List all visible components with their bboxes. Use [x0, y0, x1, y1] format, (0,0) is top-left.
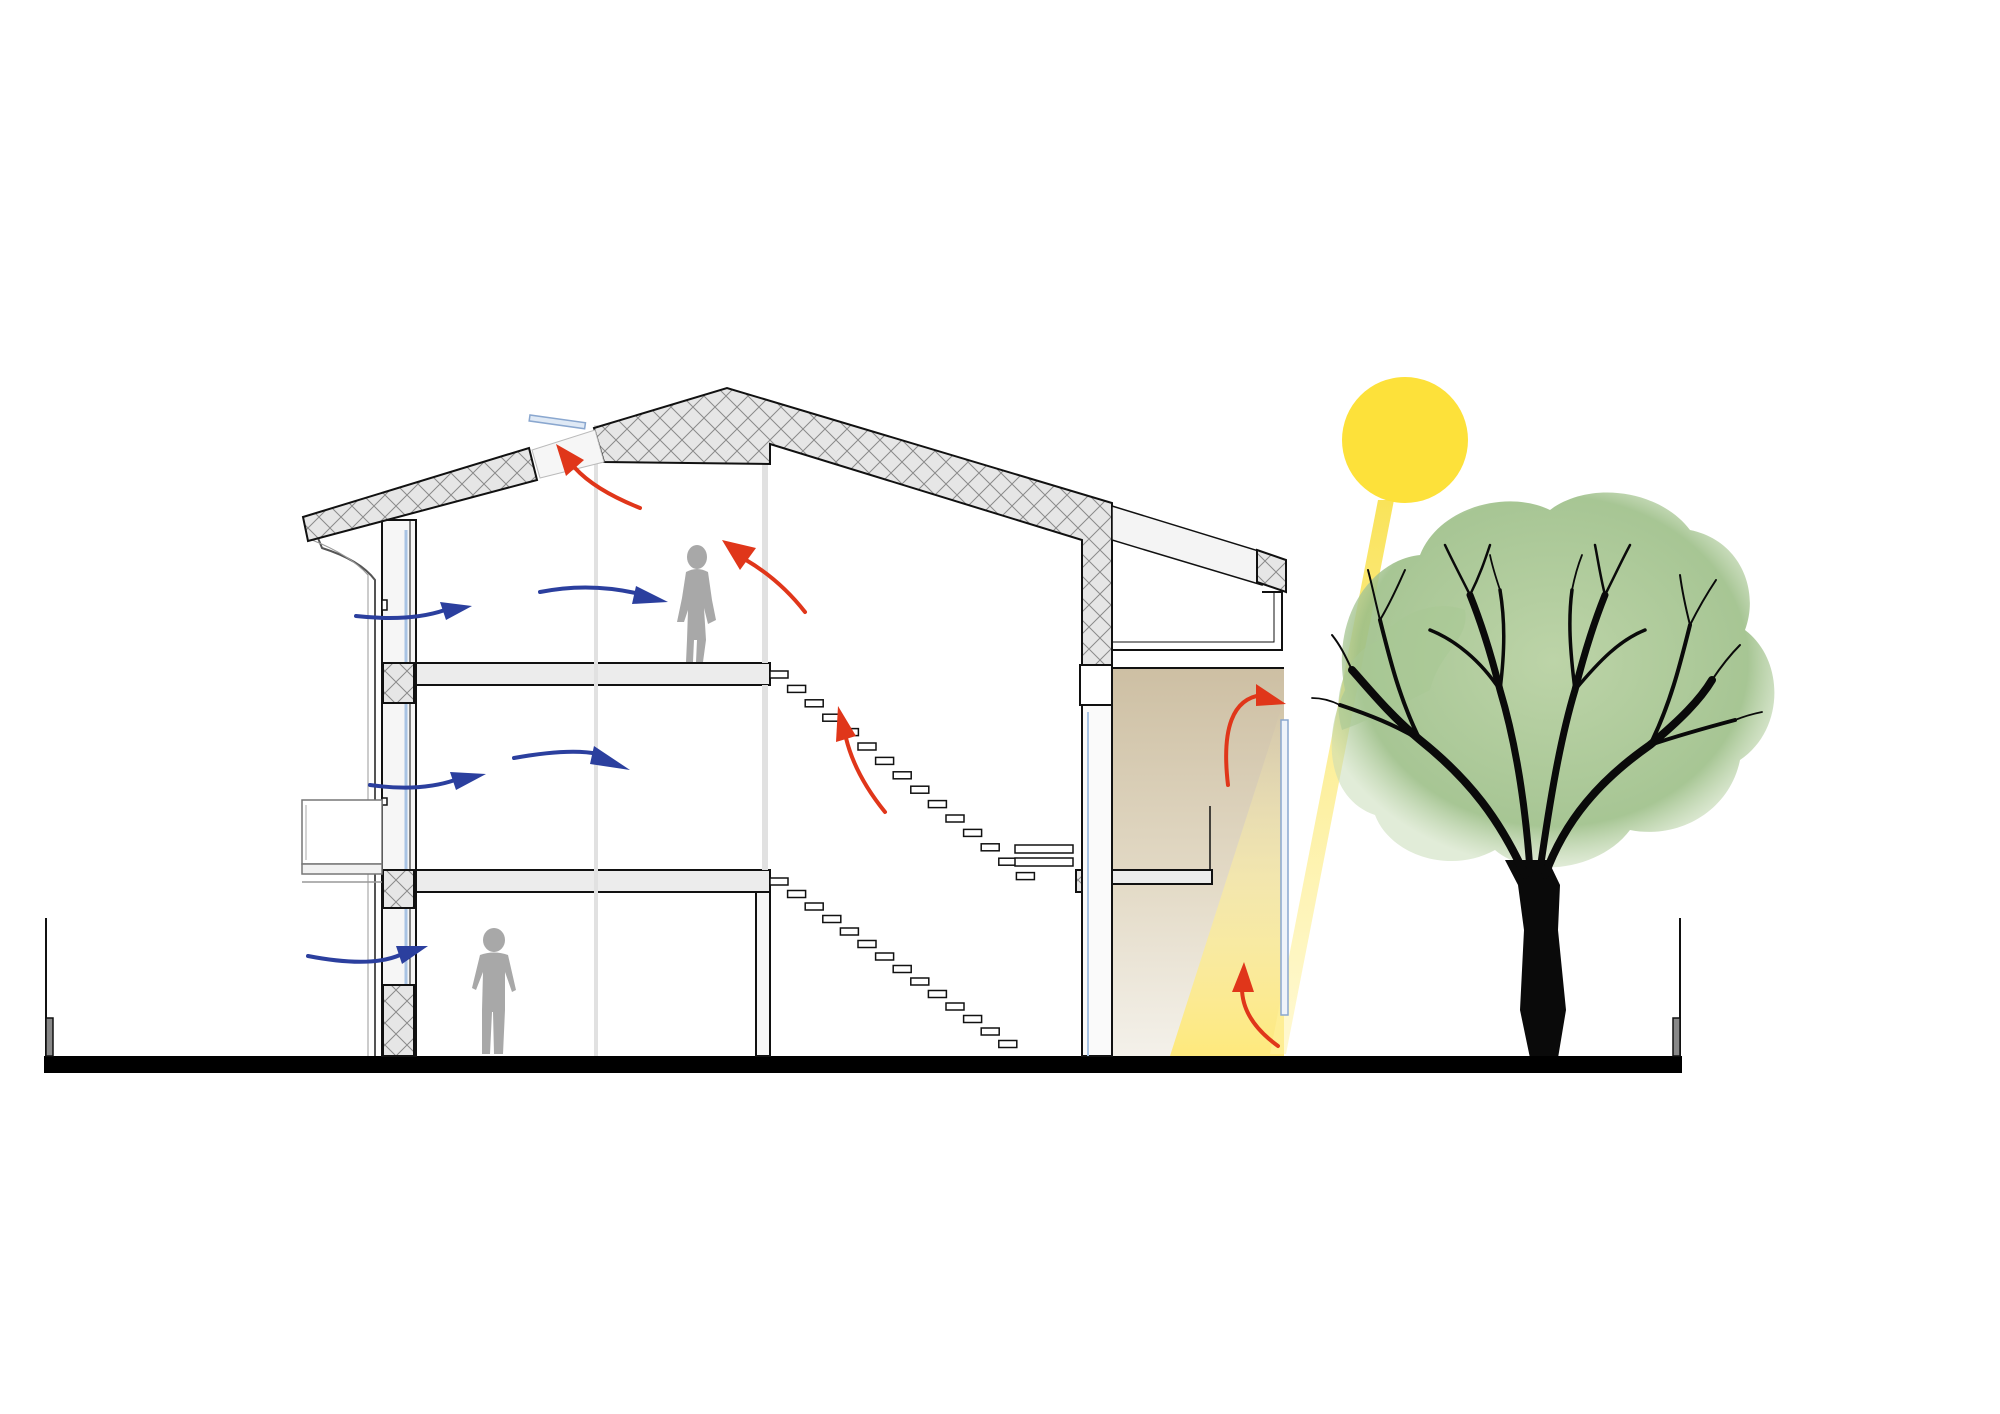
roof	[301, 386, 1287, 706]
stair-tread	[769, 670, 789, 679]
warm-air-arrow	[1224, 693, 1264, 787]
warm-air-arrow	[844, 736, 887, 814]
warm-air-arrow	[573, 466, 642, 510]
cool-air-arrow-head	[590, 746, 630, 770]
cool-air-arrow	[512, 749, 600, 760]
stair-tread	[980, 1027, 1000, 1036]
cool-air-arrow	[368, 778, 457, 790]
stair-tread	[874, 952, 895, 961]
warm-air-arrow-head	[556, 444, 584, 476]
stair-support-column	[755, 891, 771, 1057]
stair-tread	[786, 684, 807, 694]
stair-tread	[822, 914, 842, 924]
stair-tread	[910, 977, 930, 986]
standing-woman-icon	[677, 545, 716, 662]
stair-tread	[962, 1014, 983, 1024]
stair-tread	[980, 843, 1000, 852]
sunspace	[1102, 668, 1284, 1056]
cool-air-arrow-head	[450, 772, 486, 790]
stair-tread	[1015, 871, 1036, 881]
stair-tread	[874, 756, 895, 766]
cool-air-flow	[306, 585, 668, 964]
stair-tread	[998, 857, 1018, 866]
stair-landing	[1014, 844, 1074, 854]
cool-air-arrow-head	[632, 586, 668, 604]
stair-tread	[804, 699, 824, 708]
stair-tread	[857, 742, 877, 751]
stair-tread	[769, 877, 789, 886]
standing-man-icon	[472, 928, 516, 1054]
stair-tread	[857, 939, 877, 949]
stair-tread	[839, 927, 860, 936]
stair-tread	[892, 771, 912, 780]
cool-air-arrow	[306, 953, 402, 964]
cool-air-arrow-head	[396, 946, 428, 964]
stair-tread	[927, 799, 948, 809]
warm-air-arrow-head	[1256, 684, 1286, 706]
stair-tread	[962, 828, 983, 838]
tree-icon	[1311, 492, 1775, 1058]
stair-tread	[910, 785, 930, 794]
warm-air-arrow-head	[1232, 962, 1254, 992]
stair-tread	[945, 814, 965, 823]
warm-air-arrow	[1240, 986, 1280, 1048]
stair-landing	[1014, 857, 1074, 867]
ground	[44, 918, 1682, 1073]
stair-tread	[945, 1002, 965, 1011]
sun-icon	[1342, 377, 1468, 503]
stair-upper	[769, 670, 1074, 881]
sunspace-glazing	[1081, 704, 1289, 1057]
stair-tread	[804, 902, 824, 911]
warm-air-arrow-head	[836, 706, 856, 742]
cool-air-arrow	[354, 608, 447, 620]
cool-air-arrow-head	[440, 602, 472, 620]
floor-slabs	[415, 662, 1213, 893]
cool-air-arrow	[538, 585, 642, 596]
stair-tread	[892, 964, 912, 974]
stair-tread	[998, 1039, 1018, 1049]
stair-tread	[927, 989, 948, 999]
stair-lower	[769, 877, 1018, 1049]
warm-air-flow	[556, 444, 1286, 1048]
warm-air-arrow	[744, 558, 807, 614]
warm-air-arrow-head	[722, 540, 756, 570]
balcony	[301, 799, 383, 883]
stair-tread	[786, 889, 807, 899]
